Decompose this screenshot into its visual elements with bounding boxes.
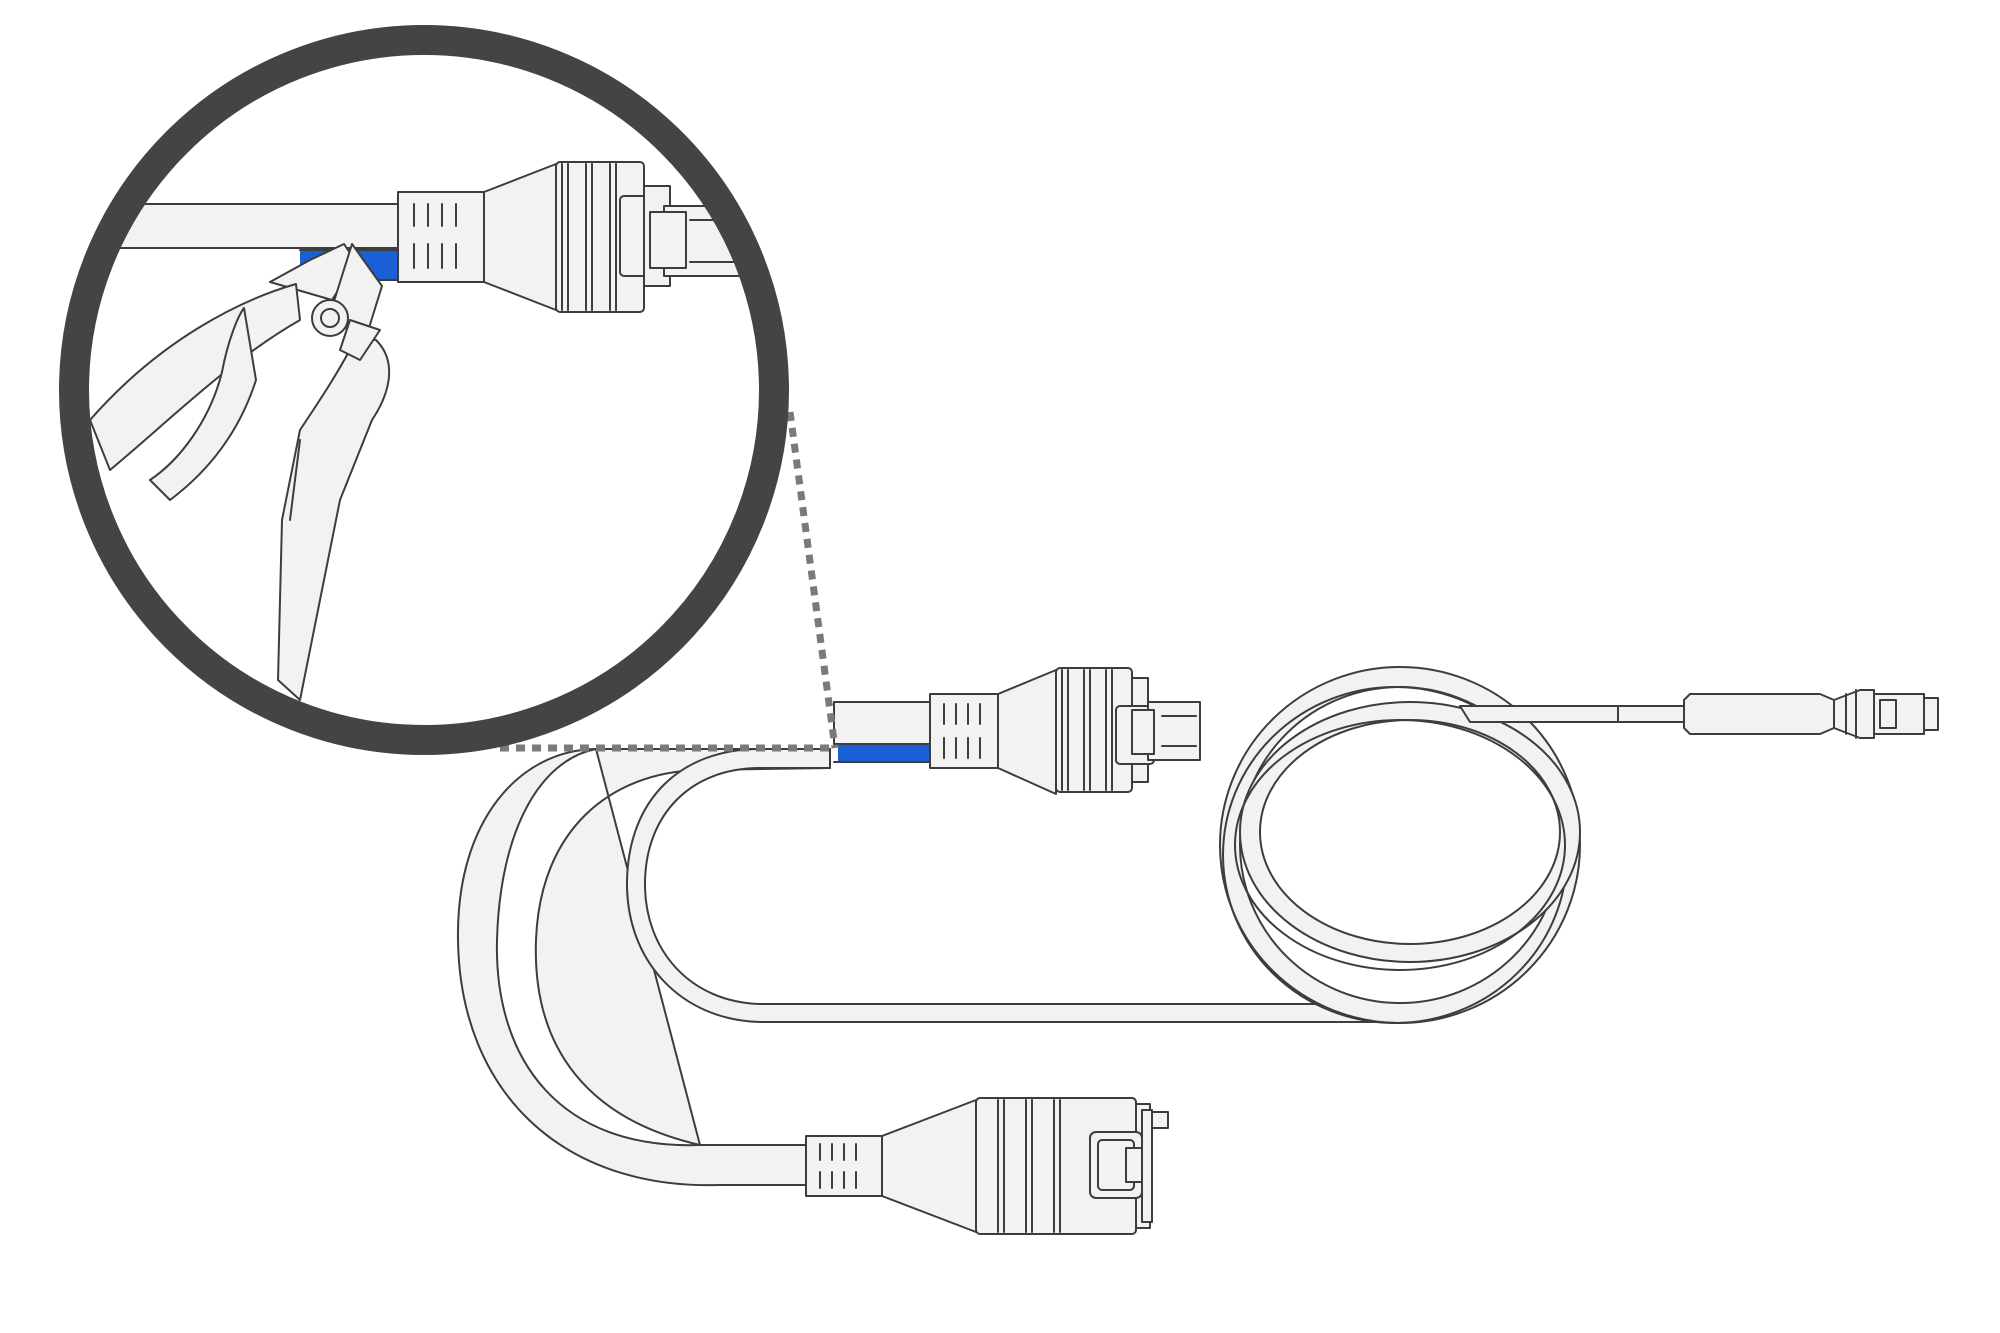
main-connector bbox=[833, 667, 1201, 795]
cut-wire-mark bbox=[838, 744, 934, 762]
callout-lines bbox=[500, 411, 839, 752]
zoom-detail bbox=[74, 40, 774, 740]
lower-cable-branch bbox=[456, 748, 831, 1187]
wire-cutter-icon bbox=[89, 243, 390, 701]
small-connector bbox=[1617, 689, 1939, 739]
upper-cable-loop bbox=[625, 666, 1621, 1024]
bottom-connector bbox=[805, 1097, 1169, 1235]
zoom-ring bbox=[59, 25, 789, 755]
